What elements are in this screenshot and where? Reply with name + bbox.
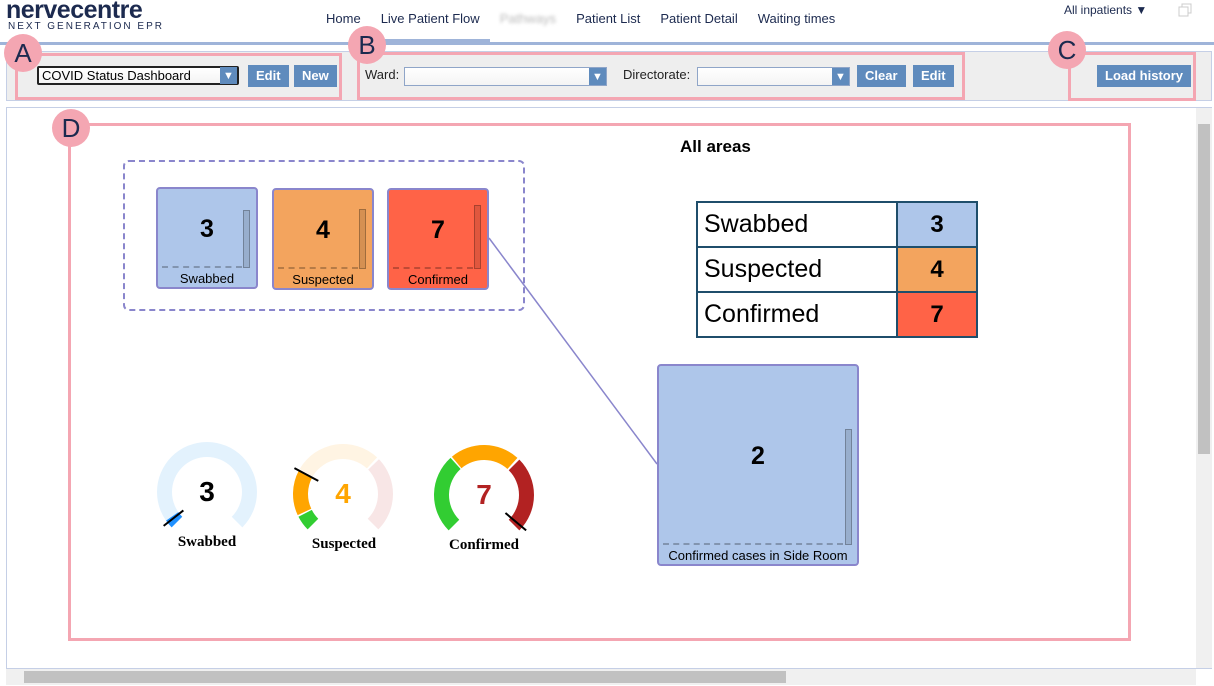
ward-label: Ward: — [365, 67, 400, 82]
annotation-label-c: C — [1048, 31, 1086, 69]
nav-patient-list[interactable]: Patient List — [576, 11, 641, 26]
nav-patient-detail[interactable]: Patient Detail — [660, 11, 738, 26]
edit-filter-button[interactable]: Edit — [913, 65, 954, 87]
horizontal-scroll-thumb[interactable] — [24, 671, 786, 683]
load-history-button[interactable]: Load history — [1097, 65, 1192, 87]
annotation-box-d — [68, 123, 1131, 641]
dashboard-title: All areas — [680, 137, 751, 156]
gauge-value-suspected: 4 — [335, 478, 351, 509]
gauge-suspected-green — [298, 509, 319, 530]
nav-pathways[interactable]: Pathways — [499, 11, 557, 26]
annotation-box-a — [15, 53, 342, 100]
gauge-confirmed-red — [508, 459, 534, 531]
annotation-label-b: B — [348, 26, 386, 64]
tile-side-room[interactable]: 2 Confirmed cases in Side Room — [657, 364, 859, 566]
annotation-label-d: D — [52, 109, 90, 147]
gauge-confirmed-needle — [504, 512, 527, 532]
scope-dropdown[interactable]: All inpatients ▼ — [1064, 3, 1148, 17]
nav-home[interactable]: Home — [326, 11, 361, 26]
edit-dashboard-button[interactable]: Edit — [248, 65, 289, 87]
nav-live-patient-flow[interactable]: Live Patient Flow — [370, 10, 490, 42]
gauge-suspected-track — [299, 444, 378, 477]
tile-group — [123, 160, 525, 311]
gauge-suspected-needle — [293, 467, 319, 482]
gauge-label-confirmed: Confirmed — [449, 537, 519, 553]
chevron-down-icon: ▼ — [220, 67, 237, 84]
chevron-down-icon: ▼ — [589, 68, 606, 85]
header-divider — [0, 42, 1214, 45]
main-nav: Home Live Patient Flow Pathways Patient … — [316, 10, 845, 42]
dashboard-select[interactable]: COVID Status Dashboard▼ — [37, 66, 239, 85]
vertical-scroll-thumb[interactable] — [1198, 124, 1210, 454]
gauge-swabbed-fill — [166, 512, 183, 528]
clear-button[interactable]: Clear — [857, 65, 906, 87]
gauge-swabbed-needle — [163, 509, 184, 527]
gauge-confirmed-orange — [451, 445, 518, 469]
gauge-swabbed-track — [157, 441, 257, 528]
annotation-label-a: A — [4, 34, 42, 72]
chevron-down-icon: ▼ — [832, 68, 849, 85]
gauge-suspected-track-high — [367, 459, 393, 530]
ward-select[interactable]: ▼ — [404, 67, 607, 86]
nervecentre-logo: nervecentre NEXT GENERATION EPR — [6, 0, 164, 32]
gauge-confirmed-green — [434, 457, 461, 531]
directorate-select[interactable]: ▼ — [697, 67, 850, 86]
gauge-value-confirmed: 7 — [476, 479, 492, 510]
gauge-label-swabbed: Swabbed — [177, 534, 237, 550]
annotation-box-c — [1068, 52, 1196, 101]
gauge-value-swabbed: 3 — [199, 476, 215, 507]
popout-window-icon[interactable] — [1178, 3, 1192, 17]
gauge-label-suspected: Suspected — [311, 536, 377, 552]
new-dashboard-button[interactable]: New — [294, 65, 337, 87]
directorate-label: Directorate: — [623, 67, 691, 82]
gauge-suspected-fill — [292, 470, 313, 516]
annotation-box-b — [357, 52, 965, 100]
nav-waiting-times[interactable]: Waiting times — [757, 11, 836, 26]
